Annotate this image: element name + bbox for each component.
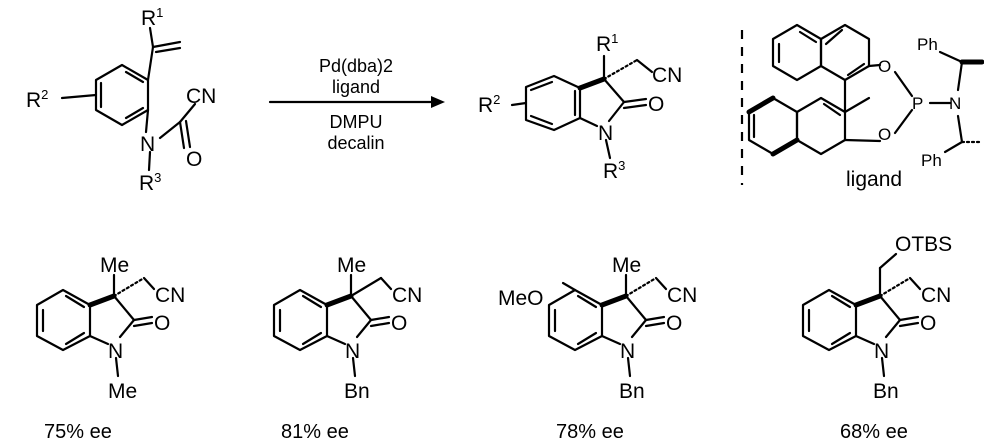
product-oxindole: R1 CN O N R3 R2: [478, 31, 682, 183]
product-nitrile-label: CN: [652, 64, 682, 87]
product-4-oxygen: O: [920, 312, 936, 335]
starting-material: R1 R2 N CN O R3: [26, 5, 216, 195]
product-3-ee: 78% ee: [556, 421, 624, 442]
ligand-phenyl-top: Ph: [917, 35, 938, 54]
oxygen-label: O: [186, 148, 202, 171]
product-2-oxygen: O: [391, 312, 407, 335]
product-2-methyl: Me: [337, 254, 366, 277]
solvent-decalin: decalin: [327, 133, 384, 153]
product-1-oxygen: O: [154, 312, 170, 335]
product-4-nitrile: CN: [921, 284, 951, 307]
product-3-methoxy: MeO: [498, 287, 544, 310]
nitrogen-label: N: [140, 133, 155, 156]
product-1: Me CN O N Me 75% ee: [35, 254, 185, 442]
product-1-nitrogen: N: [108, 340, 123, 363]
reagent-catalyst: Pd(dba)2: [319, 56, 393, 76]
product-r1-label: R1: [596, 31, 618, 56]
solvent-dmpu: DMPU: [330, 112, 383, 132]
reaction-arrow: Pd(dba)2 ligand DMPU decalin: [268, 56, 445, 153]
r1-label: R1: [141, 5, 163, 30]
product-oxygen-label: O: [648, 93, 664, 116]
product-4: OTBS CN O N Bn 68% ee: [801, 233, 952, 442]
product-4-n-group: Bn: [873, 380, 899, 403]
product-r3-label: R3: [603, 158, 625, 183]
product-4-ee: 68% ee: [840, 421, 908, 442]
product-1-n-group: Me: [108, 380, 137, 403]
r3-label: R3: [139, 170, 161, 195]
ligand-structure: O O P N Ph Ph ligand: [746, 23, 984, 191]
ligand-phenyl-bottom: Ph: [921, 151, 942, 170]
product-1-nitrile: CN: [155, 284, 185, 307]
product-3-nitrogen: N: [620, 340, 635, 363]
product-4-nitrogen: N: [874, 340, 889, 363]
ligand-caption: ligand: [846, 168, 902, 191]
product-3-oxygen: O: [666, 312, 682, 335]
nitrile-label: CN: [186, 85, 216, 108]
r2-label: R2: [26, 87, 48, 112]
product-3: MeO Me CN O N Bn 78% ee: [498, 254, 697, 442]
product-nitrogen-label: N: [598, 122, 613, 145]
product-3-methyl: Me: [612, 254, 641, 277]
product-3-nitrile: CN: [667, 284, 697, 307]
product-2: Me CN O N Bn 81% ee: [272, 254, 422, 442]
ligand-phosphorus: P: [912, 94, 923, 113]
product-4-otbs: OTBS: [895, 233, 952, 256]
ligand-oxygen-top: O: [878, 57, 891, 76]
product-2-ee: 81% ee: [281, 421, 349, 442]
product-2-nitrile: CN: [392, 284, 422, 307]
product-1-methyl: Me: [100, 254, 129, 277]
product-2-n-group: Bn: [344, 380, 370, 403]
product-1-ee: 75% ee: [44, 421, 112, 442]
ligand-nitrogen: N: [949, 94, 961, 113]
reagent-ligand: ligand: [332, 77, 380, 97]
product-r2-label: R2: [478, 92, 500, 117]
product-3-n-group: Bn: [619, 380, 645, 403]
ligand-oxygen-bottom: O: [878, 125, 891, 144]
product-2-nitrogen: N: [345, 340, 360, 363]
